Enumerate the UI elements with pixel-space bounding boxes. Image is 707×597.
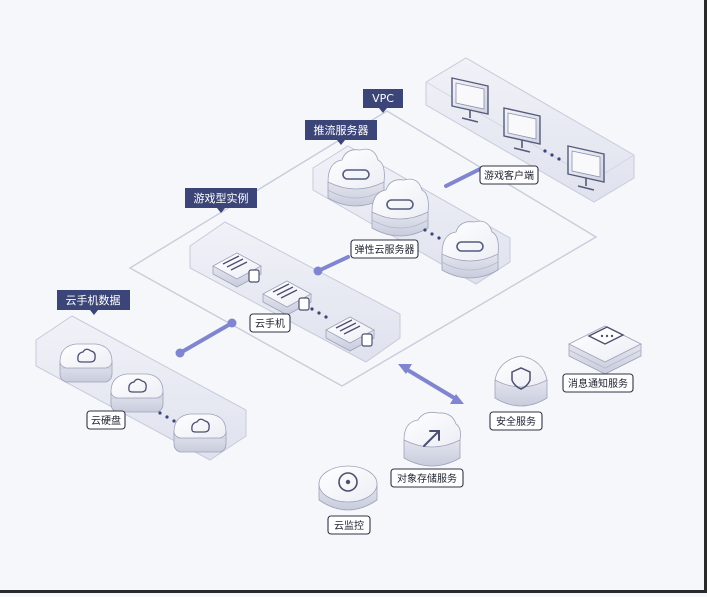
cloud-disk-icon: [174, 414, 226, 452]
cloud-disk-icon: [60, 344, 112, 382]
vpc-tag: VPC: [363, 89, 403, 113]
cloud-disk-label: 云硬盘: [91, 414, 121, 427]
game-client-tag: 游戏客户端: [480, 166, 538, 184]
phone-data-panel: [36, 316, 246, 460]
connector-vpc-services: [398, 364, 464, 404]
security-service-tag: 安全服务: [490, 412, 542, 430]
cloud-monitor-tag: 云监控: [328, 516, 370, 534]
stream-server-label: 推流服务器: [314, 123, 369, 137]
ecs-label: 弹性云服务器: [355, 243, 415, 256]
stream-server-tag: 推流服务器: [305, 120, 377, 145]
cloud-monitor-label: 云监控: [334, 519, 364, 532]
phone-data-label: 云手机数据: [66, 293, 121, 307]
vpc-label: VPC: [372, 92, 394, 105]
object-storage-tag: 对象存储服务: [391, 469, 463, 487]
cloud-disk-tag: 云硬盘: [87, 411, 125, 429]
notify-service-label: 消息通知服务: [568, 377, 628, 390]
game-instance-tag: 游戏型实例: [185, 188, 257, 213]
cloud-phone-tag: 云手机: [250, 314, 290, 332]
phone-data-tag: 云手机数据: [57, 290, 130, 315]
notify-service-tag: 消息通知服务: [563, 374, 633, 392]
game-client-label: 游戏客户端: [484, 169, 534, 182]
security-service-node: [495, 356, 547, 406]
cloud-disk-icon: [111, 374, 163, 412]
object-storage-label: 对象存储服务: [397, 472, 457, 485]
object-storage-node: [404, 412, 461, 466]
cloud-monitor-node: [319, 466, 377, 510]
connector-instance-disk: [176, 319, 237, 358]
security-service-label: 安全服务: [496, 415, 536, 428]
connector-client-stream: [446, 168, 482, 186]
game-instance-label: 游戏型实例: [194, 191, 249, 205]
notify-service-node: [569, 326, 641, 374]
ecs-tag: 弹性云服务器: [351, 240, 418, 258]
cloud-phone-label: 云手机: [255, 317, 285, 330]
connector-stream-instance: [314, 257, 349, 276]
